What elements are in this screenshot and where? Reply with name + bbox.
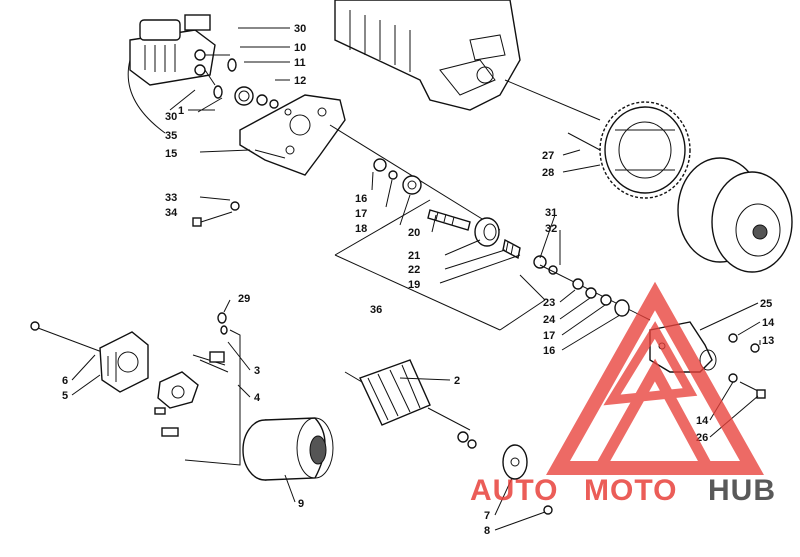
starter-solenoid-illustration [129, 14, 230, 86]
callout-14-top: 14 [762, 317, 775, 329]
bolt-30-lower [213, 85, 223, 99]
spacer-17-top [388, 170, 398, 180]
callout-9: 9 [298, 498, 304, 510]
bolt-34 [192, 211, 233, 227]
callout-10: 10 [294, 42, 306, 54]
end-cap-5 [99, 331, 149, 393]
drive-clutch-21 [474, 217, 500, 247]
washer-11 [256, 94, 268, 106]
washer-23 [572, 278, 584, 290]
bolt-30-top [227, 58, 237, 72]
field-frame-9 [242, 417, 334, 481]
nut-12 [269, 99, 279, 109]
washer-14-top [728, 333, 738, 343]
callout-1: 1 [178, 105, 184, 117]
callout-22: 22 [408, 264, 420, 276]
washer-33 [230, 201, 240, 211]
callout-24: 24 [543, 314, 556, 326]
callout-23: 23 [543, 297, 555, 309]
leader-lines-top-left [127, 59, 196, 134]
callout-33: 33 [165, 192, 177, 204]
washer-24 [585, 287, 597, 299]
nut-29 [217, 312, 227, 324]
armature-2 [344, 359, 471, 431]
bushing-16-top [373, 158, 387, 172]
brush-leads [192, 354, 229, 373]
callout-30-lower: 30 [165, 111, 177, 123]
brush-small-b [161, 427, 179, 437]
watermark-text-hub: HUB [708, 474, 776, 507]
callout-4: 4 [254, 392, 261, 404]
callout-36: 36 [370, 304, 382, 316]
group-36-bracket-b [519, 274, 546, 301]
bolt-26 [739, 381, 766, 399]
nut-8 [543, 505, 553, 515]
spring-22 [502, 238, 521, 260]
washer-armature-a [457, 431, 469, 443]
ring-gear-28 [599, 101, 691, 199]
callout-19: 19 [408, 279, 420, 291]
callout-6: 6 [62, 375, 68, 387]
callout-8: 8 [484, 525, 490, 537]
nut-13 [750, 343, 760, 353]
drive-shaft-20 [427, 209, 471, 231]
callout-7: 7 [484, 510, 490, 522]
watermark-text-auto: AUTO [470, 474, 558, 507]
callout-14-lower: 14 [696, 415, 709, 427]
engine-block-illustration [334, 0, 601, 121]
callout-29: 29 [238, 293, 250, 305]
callout-labels: 30 10 11 12 1 30 35 15 33 34 16 17 18 20… [62, 23, 775, 537]
brush-block [209, 351, 225, 363]
watermark-triangle-logo-icon [546, 281, 764, 475]
washer-armature-b [467, 439, 477, 449]
callout-12: 12 [294, 75, 306, 87]
bolt-27 [567, 132, 601, 151]
callout-leader-lines [71, 27, 761, 531]
leader-line-4 [184, 329, 241, 466]
callout-25: 25 [760, 298, 772, 310]
callout-32: 32 [545, 223, 557, 235]
callout-31: 31 [545, 207, 557, 219]
bushing-16-lower [614, 299, 630, 317]
brush-small-a [154, 407, 166, 415]
callout-27: 27 [542, 150, 554, 162]
brush-holder-plate [157, 371, 199, 409]
callout-34: 34 [165, 207, 178, 219]
group-36-bracket [334, 199, 546, 331]
watermark-text-moto: MOTO [584, 474, 677, 507]
callout-20: 20 [408, 227, 420, 239]
callout-16-top: 16 [355, 193, 367, 205]
washer-31 [533, 255, 547, 269]
callout-11: 11 [294, 57, 306, 69]
callout-16-lower: 16 [543, 345, 555, 357]
callout-2: 2 [454, 375, 460, 387]
gear-18 [402, 175, 422, 195]
washer-3 [220, 325, 228, 335]
callout-3: 3 [254, 365, 260, 377]
callout-35: 35 [165, 130, 177, 142]
callout-17-top: 17 [355, 208, 367, 220]
end-plate-7 [502, 444, 528, 480]
callout-17-lower: 17 [543, 330, 555, 342]
callout-5: 5 [62, 390, 68, 402]
callout-28: 28 [542, 167, 554, 179]
spacer-17-lower [600, 294, 612, 306]
callout-18: 18 [355, 223, 367, 235]
callout-13: 13 [762, 335, 774, 347]
callout-30-top: 30 [294, 23, 306, 35]
callout-21: 21 [408, 250, 420, 262]
flywheel-illustration [677, 157, 793, 273]
pinion-gear-10 [234, 86, 254, 106]
callout-15: 15 [165, 148, 177, 160]
